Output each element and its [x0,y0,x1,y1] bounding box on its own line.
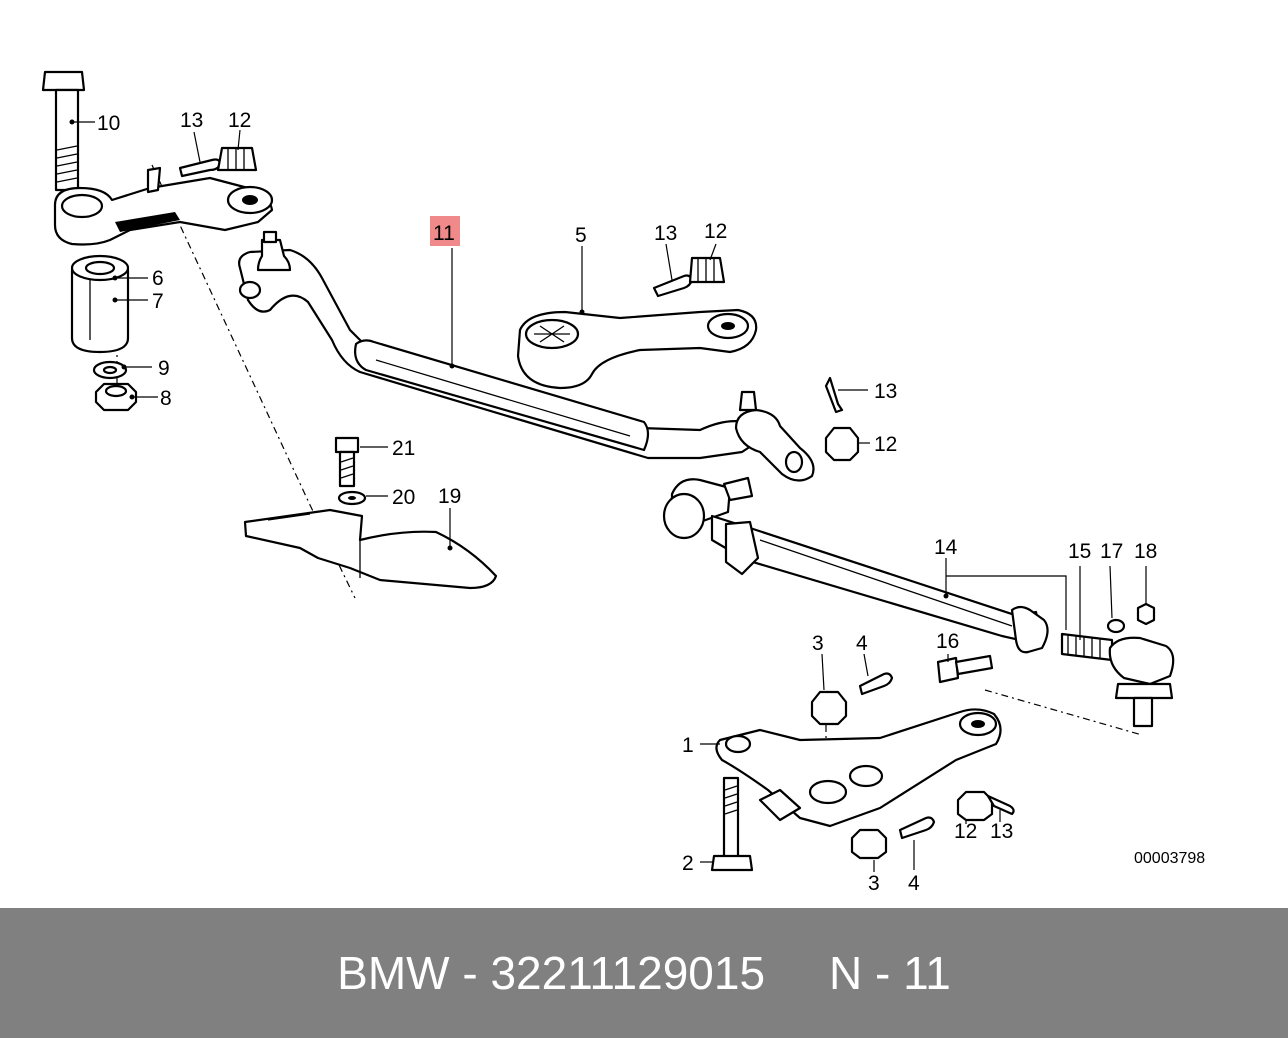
cotter-pin-part-13-b [652,274,694,298]
tie-rod-end-right [1108,636,1175,728]
callout-14: 14 [934,536,958,559]
cotter-pin-part-4-b [898,816,936,840]
assembly-line-bracket [151,164,356,599]
parts-diagram: 10 13 12 6 7 9 8 11 5 13 12 13 12 21 20 … [41,70,1205,895]
ball-joint-center-link [734,390,815,482]
bushing-part-6-7 [70,254,130,354]
callout-reference: N - 11 [828,947,951,999]
part-number: 32211129015 [490,947,766,999]
tie-rod-part-14 [662,476,1049,654]
footer-separator: - [449,947,491,999]
cotter-pin-part-13-d [986,794,1015,816]
castle-nut-part-12-d [956,790,994,822]
highlight-box [430,216,460,246]
footer-gap [765,947,829,999]
callout-12: 12 [704,220,727,243]
callout-2: 2 [682,852,694,875]
callout-labels: 10 13 12 6 7 9 8 11 5 13 12 13 12 21 20 … [97,109,1205,895]
reference-code: 00003798 [1134,850,1205,867]
callout-15: 15 [1068,540,1091,563]
callout-20: 20 [392,486,415,509]
callout-9: 9 [158,357,170,380]
callout-13: 13 [874,380,897,403]
cotter-pin-part-4-a [858,672,894,696]
castle-nut-part-3-a [810,690,848,726]
washer-part-9 [92,360,128,380]
steering-arm-part-1 [715,708,1002,828]
callout-12: 12 [228,109,251,132]
nut-part-8 [94,382,138,412]
callout-11: 11 [433,222,455,245]
cotter-pin-part-13-c [824,376,844,414]
callout-12: 12 [874,433,897,456]
callout-10: 10 [97,112,120,135]
bolt-part-21 [334,436,360,488]
shield-part-19 [243,508,498,590]
bolt-part-2 [710,776,754,872]
adjuster-sleeve-part-15 [1060,632,1114,662]
callout-3: 3 [812,632,824,655]
bolt-part-16 [936,654,994,684]
brand-label: BMW [337,947,450,999]
callout-13: 13 [180,109,203,132]
callout-13: 13 [654,222,677,245]
castle-nut-part-3-b [850,828,888,860]
callout-16: 16 [936,630,959,653]
washer-part-20 [337,490,367,506]
pitman-arm-part-5 [516,308,758,390]
leader-lines [69,119,1147,872]
idler-arm [53,166,274,246]
callout-7: 7 [152,290,164,313]
callout-12: 12 [954,820,977,843]
callout-4: 4 [856,632,868,655]
part-number-footer: BMW - 32211129015 N - 11 [0,908,1288,1038]
callout-1: 1 [682,734,694,757]
callout-21: 21 [392,437,415,460]
callout-6: 6 [152,267,164,290]
callout-17: 17 [1100,540,1123,563]
callout-3: 3 [868,872,880,895]
callout-18: 18 [1134,540,1157,563]
washer-part-17 [1106,618,1126,634]
callout-5: 5 [575,224,587,247]
assembly-line-tie-rod [984,689,1143,736]
bolt-part-10 [41,70,86,192]
callout-19: 19 [438,485,461,508]
castle-nut-part-12-b [688,256,726,284]
callout-8: 8 [160,387,172,410]
castle-nut-part-12-a [216,146,258,172]
castle-nut-part-12-c [824,426,860,462]
nut-part-18 [1136,602,1156,626]
callout-4: 4 [908,872,920,895]
callout-13: 13 [990,820,1013,843]
